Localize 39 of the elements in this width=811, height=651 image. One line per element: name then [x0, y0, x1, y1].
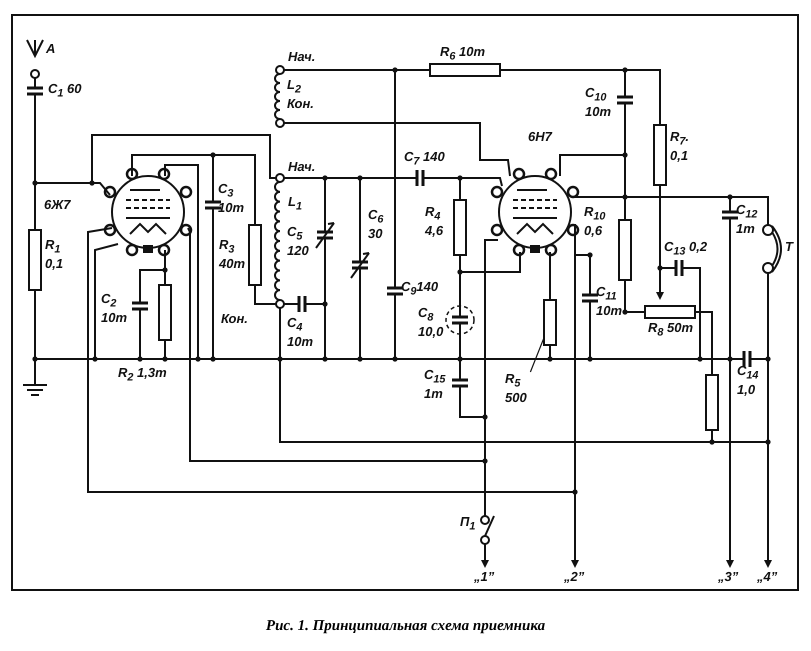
component-label: Т	[785, 240, 793, 254]
output-label: „3”	[718, 570, 738, 584]
component-label: C$_{15}$ 1т	[424, 368, 446, 401]
component-label: C$_{6}$ 30	[368, 208, 384, 241]
output-label: „2”	[564, 570, 584, 584]
component-label: C$_{10}$ 10т	[585, 86, 612, 119]
figure-caption: Рис. 1. Принципиальная схема приемника	[264, 618, 546, 635]
component-label: R$_{1}$ 0,1	[45, 238, 64, 271]
component-label: R$_{6}$ 10т	[440, 45, 486, 64]
component-label: R$_{4}$ 4,6	[425, 205, 444, 238]
terminal-label: Нач.	[288, 160, 316, 174]
resistor-symbol	[543, 299, 557, 346]
component-label: C$_{5}$ 120	[287, 225, 310, 258]
tube-label: 6Ж7	[44, 198, 71, 212]
terminal-label: Кон.	[221, 312, 248, 326]
component-label: R$_{8}$ 50т	[648, 321, 694, 340]
component-label: R$_{10}$ 0,6	[584, 205, 606, 238]
component-label: C$_{13}$ 0,2	[664, 240, 708, 259]
component-label: C$_{3}$ 10т	[218, 182, 246, 215]
output-label: „4”	[757, 570, 778, 584]
component-label: C$_{2}$ 10т	[101, 292, 127, 325]
component-label: L$_{2}$	[287, 78, 301, 97]
leader-line	[530, 337, 545, 372]
antenna-label: A	[46, 42, 56, 56]
terminal-label: Нач.	[288, 50, 316, 64]
component-label: C$_{4}$ 10т	[287, 316, 314, 349]
component-label: C$_{8}$ 10,0	[418, 306, 444, 339]
tube-label: 6Н7	[528, 130, 552, 144]
component-label: R$_{3}$ 40т	[219, 238, 246, 271]
component-label: R$_{2}$ 1,3т	[118, 366, 167, 385]
component-label: L$_{1}$	[288, 195, 302, 214]
component-label: C$_{1}$ 60	[48, 82, 82, 101]
output-label: „1”	[474, 570, 494, 584]
terminal-label: Кон.	[287, 97, 314, 111]
component-label: C$_{7}$ 140	[404, 150, 445, 169]
component-label: R$_{5}$ 500	[505, 372, 543, 405]
component-label: R$_{7}$. 0,1	[670, 130, 690, 163]
component-label: C$_{11}$ 10т	[596, 285, 620, 318]
switch-label: П$_{1}$	[460, 515, 476, 534]
